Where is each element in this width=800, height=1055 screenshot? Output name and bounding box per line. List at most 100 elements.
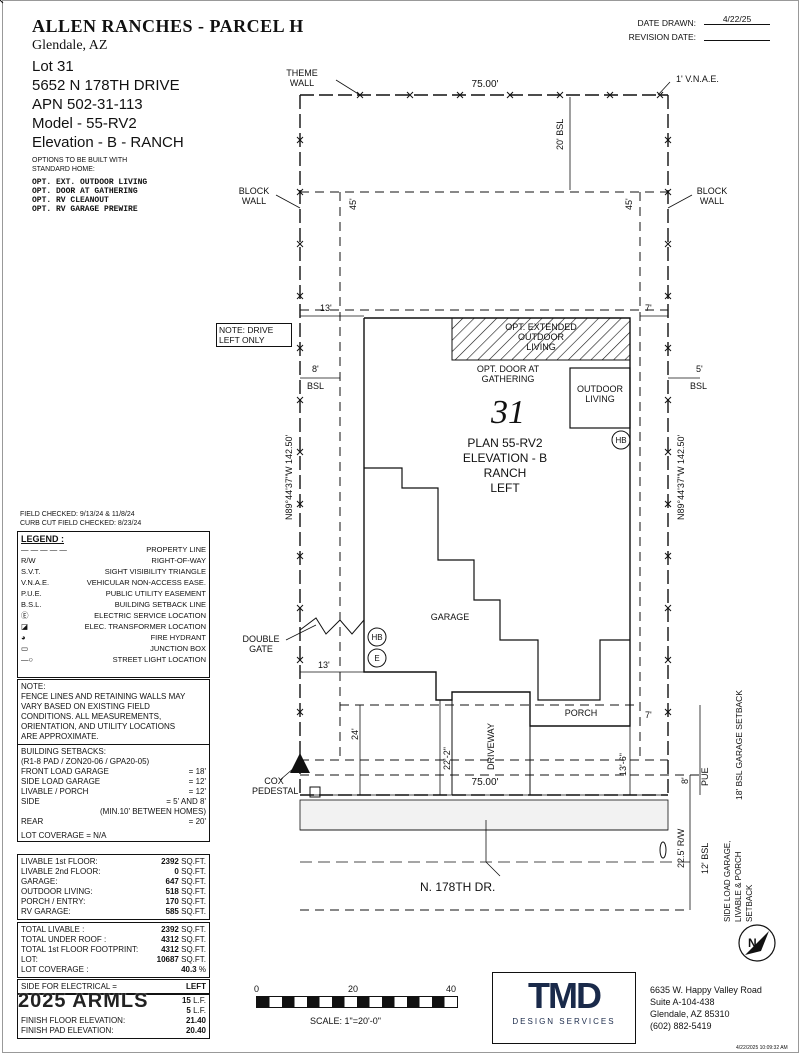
electrical-value: LEFT	[186, 982, 206, 991]
side-7-top: 7'	[645, 303, 652, 313]
curb-field-checked: CURB CUT FIELD CHECKED: 8/23/24	[20, 520, 142, 527]
city-line: Glendale, AZ	[32, 38, 108, 53]
electrical-box: SIDE FOR ELECTRICAL =LEFT	[17, 979, 210, 995]
wall-x-mark	[296, 344, 304, 352]
wall-x-mark	[664, 344, 672, 352]
areas-box-1: LIVABLE 1st FLOOR:2392 SQ.FT.LIVABLE 2nd…	[17, 854, 210, 920]
scale-tick-20: 20	[348, 984, 359, 994]
area-row: LIVABLE 2nd FLOOR:0 SQ.FT.	[21, 867, 206, 876]
setbacks-title: BUILDING SETBACKS:	[21, 747, 106, 756]
drive-length-dim: 22'-2"	[442, 747, 452, 770]
setback-row: SIDE= 5' AND 8'	[21, 797, 206, 806]
footer-stamp: 4/22/2025 10:09:32 AM	[736, 1045, 788, 1051]
wall-x-mark	[296, 656, 304, 664]
fence-note: NOTE:FENCE LINES AND RETAINING WALLS MAY…	[17, 679, 210, 745]
wall-x-mark	[456, 91, 464, 99]
area-row: 5 L.F.	[186, 1006, 206, 1015]
electric-service-icon: E	[374, 654, 380, 663]
top-width-dim: 75.00'	[471, 79, 499, 90]
side-13-top: 13'	[320, 303, 332, 313]
lot-line: Lot 31	[32, 58, 74, 75]
wall-x-mark	[406, 91, 414, 99]
scale-tick-40: 40	[446, 984, 457, 994]
double-gate-mark	[299, 617, 365, 635]
area-row: RV GARAGE:585 SQ.FT.	[21, 907, 206, 916]
bottom-width-dim: 75.00'	[471, 777, 499, 788]
date-drawn-value: 4/22/25	[704, 14, 770, 25]
legend-row: — — — — —PROPERTY LINE	[21, 545, 206, 554]
watermark: 2025 ARMLS	[18, 990, 149, 1012]
bsl-right: BSL	[690, 381, 708, 391]
legend-row: S.V.T.SIGHT VISIBILITY TRIANGLE	[21, 567, 206, 576]
setback-row: FRONT LOAD GARAGE= 18'	[21, 767, 206, 776]
wall-x-mark	[506, 91, 514, 99]
transformer-icon	[290, 753, 310, 773]
wall-x-mark	[296, 500, 304, 508]
wall-x-mark	[664, 136, 672, 144]
wall-marks	[0, 0, 4, 4]
wall-x-mark	[296, 604, 304, 612]
wall-x-mark	[606, 91, 614, 99]
setback-row: LIVABLE / PORCH= 12'	[21, 787, 206, 796]
cox-pedestal-icon	[309, 786, 321, 798]
area-row: GARAGE:647 SQ.FT.	[21, 877, 206, 886]
opt-extended-hatch	[451, 317, 631, 361]
revision-date-value	[704, 30, 770, 41]
area-row: LOT:10687 SQ.FT.	[21, 955, 206, 964]
curb-strip	[299, 799, 669, 831]
area-row: TOTAL UNDER ROOF :4312 SQ.FT.	[21, 935, 206, 944]
wall-x-mark	[296, 136, 304, 144]
driveway-label: DRIVEWAY	[486, 722, 496, 770]
model-line: Model - 55-RV2	[32, 115, 137, 132]
hose-bib-icon-2: HB	[371, 633, 383, 642]
wall-x-mark	[296, 448, 304, 456]
block-wall-marks	[296, 91, 672, 716]
dim-24: 24'	[350, 728, 360, 740]
wall-x-mark	[664, 240, 672, 248]
company-logo: TMD	[528, 975, 602, 1016]
setback-row: SIDE LOAD GARAGE= 12'	[21, 777, 206, 786]
setback-rows: FRONT LOAD GARAGE= 18'SIDE LOAD GARAGE= …	[21, 767, 206, 827]
area-row: LOT COVERAGE :40.3 %	[21, 965, 206, 974]
legend-row: V.N.A.E.VEHICULAR NON-ACCESS EASE.	[21, 578, 206, 587]
legend-row: ▭JUNCTION BOX	[21, 644, 206, 653]
project-title: ALLEN RANCHES - PARCEL H	[32, 16, 304, 36]
revision-date-label: REVISION DATE:	[628, 32, 696, 42]
field-checked: FIELD CHECKED: 9/13/24 & 11/8/24	[20, 511, 135, 518]
area-row: FINISH FLOOR ELEVATION:21.40	[21, 1016, 206, 1025]
scale-tick-0: 0	[254, 984, 260, 994]
setbacks-sub: (R1-8 PAD / ZON20-06 / GPA20-05)	[21, 757, 150, 766]
legend-row: —○STREET LIGHT LOCATION	[21, 655, 206, 664]
area-row: TOTAL 1st FLOOR FOOTPRINT:4312 SQ.FT.	[21, 945, 206, 954]
wall-x-mark	[296, 292, 304, 300]
outdoor-living-box	[569, 367, 631, 429]
vnae-label: 1' V.N.A.E.	[676, 74, 719, 84]
driveway	[451, 700, 531, 795]
hose-bib-icon: HB	[615, 436, 627, 445]
legend-row: B.S.L.BUILDING SETBACK LINE	[21, 600, 206, 609]
elevation-line: Elevation - B - RANCH	[32, 134, 184, 151]
wall-x-mark	[664, 708, 672, 716]
area-row: TOTAL LIVABLE :2392 SQ.FT.	[21, 925, 206, 934]
wall-x-mark	[664, 656, 672, 664]
wall-x-mark	[296, 708, 304, 716]
legend-title: LEGEND :	[21, 534, 65, 544]
company-logo-box: TMD DESIGN SERVICES	[492, 972, 636, 1044]
garage-label: GARAGE	[430, 612, 470, 622]
side-5-dim: 5'	[696, 364, 703, 374]
legend-row: P.U.E.PUBLIC UTILITY EASEMENT	[21, 589, 206, 598]
area-row: PORCH / ENTRY:170 SQ.FT.	[21, 897, 206, 906]
wall-x-mark	[664, 604, 672, 612]
